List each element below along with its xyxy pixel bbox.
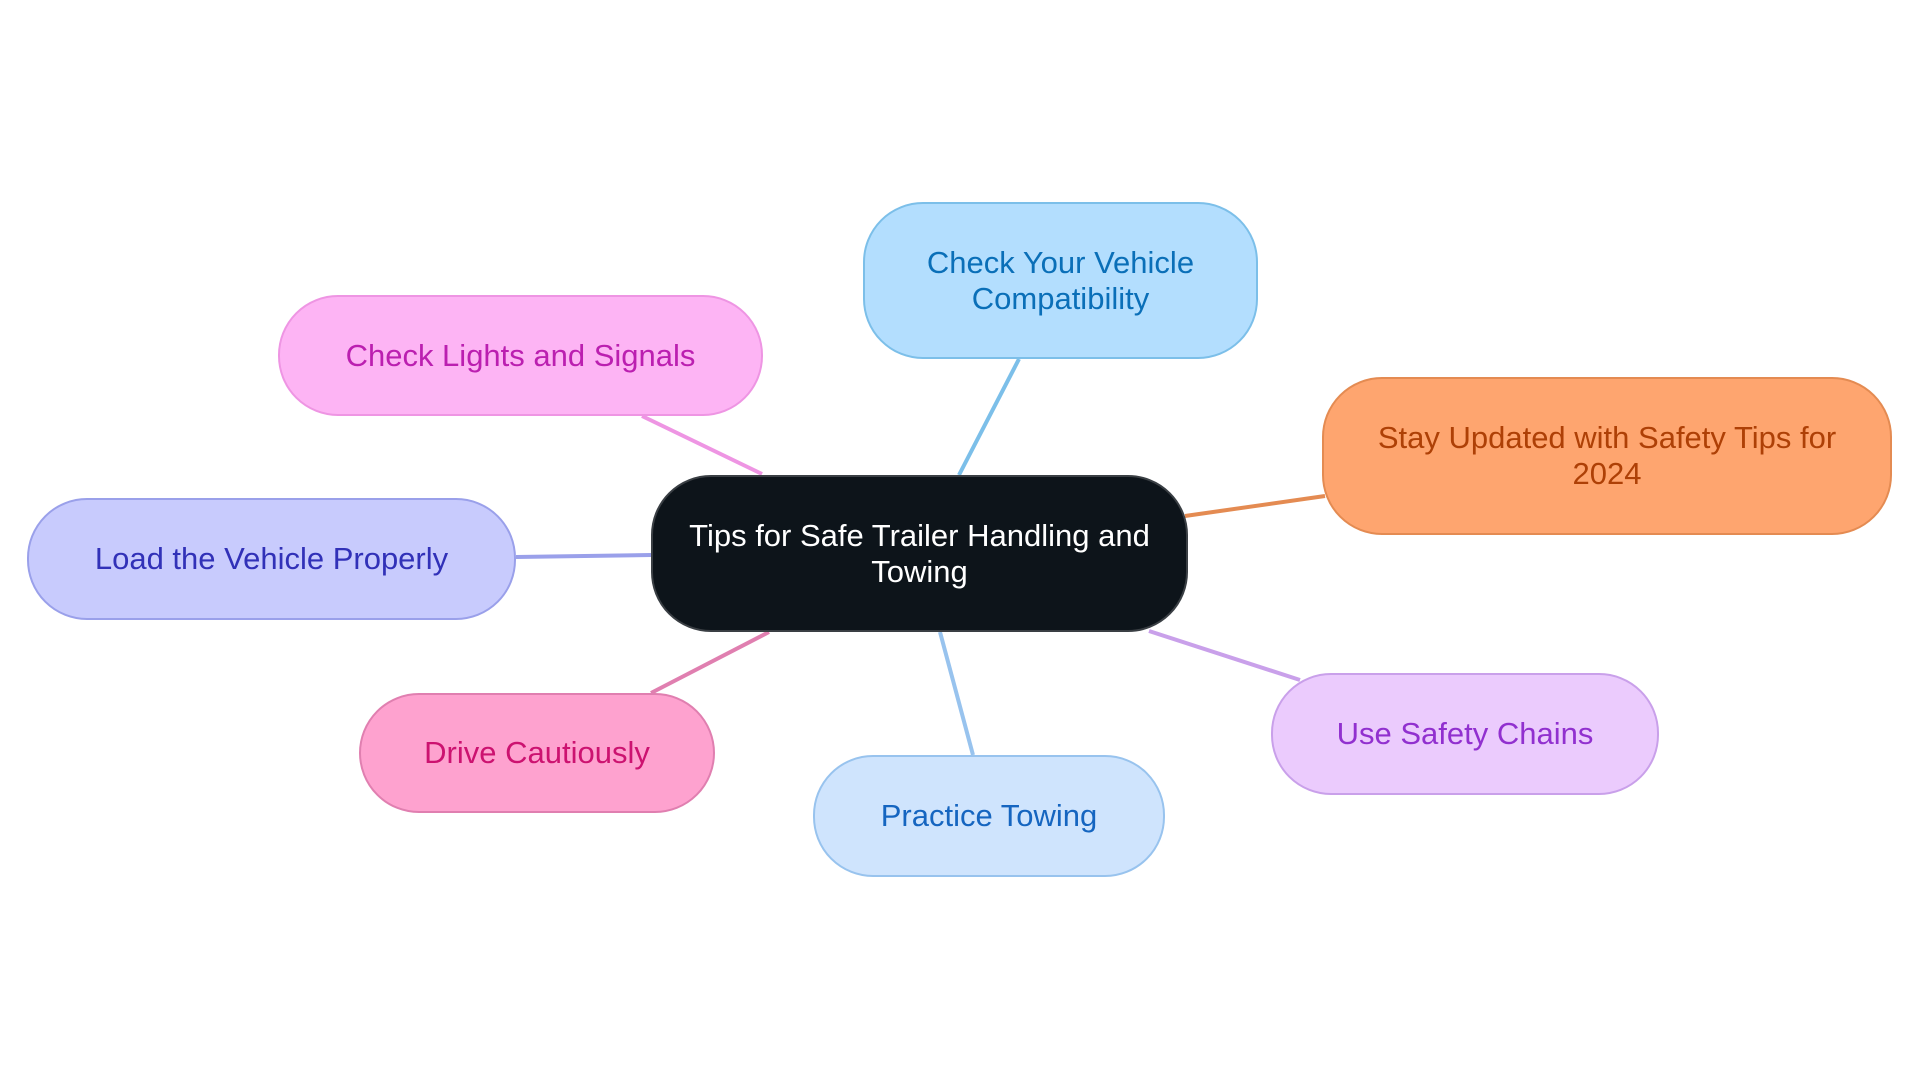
node-check-lights-signals[interactable]: Check Lights and Signals — [278, 295, 763, 416]
node-drive-cautiously[interactable]: Drive Cautiously — [359, 693, 715, 813]
node-practice-towing[interactable]: Practice Towing — [813, 755, 1165, 877]
edge-drive — [650, 630, 770, 695]
edge-practice — [938, 631, 975, 756]
node-use-safety-chains[interactable]: Use Safety Chains — [1271, 673, 1659, 795]
edge-update — [1184, 494, 1326, 518]
node-stay-updated[interactable]: Stay Updated with Safety Tips for 2024 — [1322, 377, 1892, 535]
edge-vehicle — [957, 358, 1021, 476]
edge-chains — [1148, 629, 1301, 682]
central-node[interactable]: Tips for Safe Trailer Handling and Towin… — [651, 475, 1188, 632]
node-load-vehicle[interactable]: Load the Vehicle Properly — [27, 498, 516, 620]
edge-load — [515, 553, 652, 559]
node-check-vehicle-compatibility[interactable]: Check Your Vehicle Compatibility — [863, 202, 1258, 359]
edge-lights — [641, 414, 763, 476]
